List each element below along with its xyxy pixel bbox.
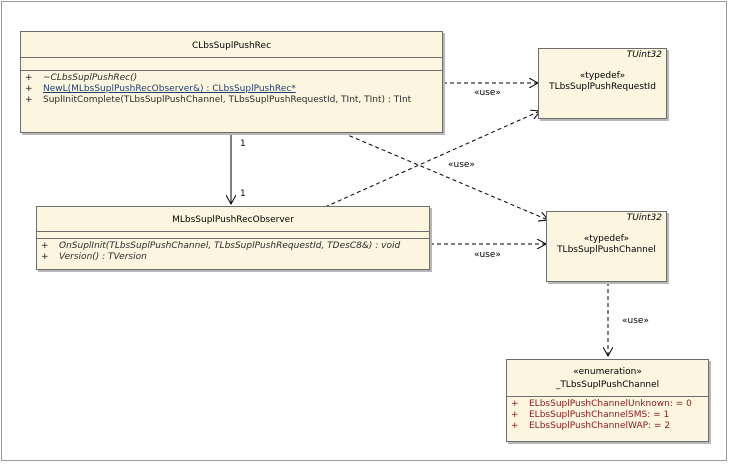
visibility-marker: + bbox=[25, 73, 33, 83]
literal-text: ELbsSuplPushChannelWAP: = 2 bbox=[529, 421, 671, 431]
literal-wap[interactable]: + ELbsSuplPushChannelWAP: = 2 bbox=[511, 421, 704, 432]
operation-supl-init-complete[interactable]: + SuplInitComplete(TLbsSuplPushChannel, T… bbox=[25, 95, 438, 106]
use-label-observer-requestid: «use» bbox=[448, 160, 475, 170]
multiplicity-target: 1 bbox=[240, 189, 246, 199]
visibility-marker: + bbox=[511, 421, 519, 431]
literal-sms[interactable]: + ELbsSuplPushChannelSMS: = 1 bbox=[511, 410, 704, 421]
operation-text: Version() : TVersion bbox=[59, 252, 147, 262]
use-label-observer-channel: «use» bbox=[474, 250, 501, 260]
typedef-channel[interactable]: TUint32 «typedef» TLbsSuplPushChannel bbox=[546, 211, 667, 282]
typedef-request-id[interactable]: TUint32 «typedef» TLbsSuplPushRequestId bbox=[538, 48, 667, 119]
operation-text: OnSuplInit(TLbsSuplPushChannel, TLbsSupl… bbox=[59, 241, 401, 251]
use-label-channel-enum: «use» bbox=[622, 316, 649, 326]
visibility-marker: + bbox=[41, 252, 49, 262]
operation-text: SuplInitComplete(TLbsSuplPushChannel, TL… bbox=[43, 95, 412, 105]
enum-channel[interactable]: «enumeration» _TLbsSuplPushChannel + ELbs… bbox=[506, 359, 709, 442]
class-push-rec[interactable]: CLbsSuplPushRec + ~CLbsSuplPushRec() + New… bbox=[20, 31, 443, 133]
literal-unknown[interactable]: + ELbsSuplPushChannelUnknown: = 0 bbox=[511, 399, 704, 410]
operation-text: ~CLbsSuplPushRec() bbox=[43, 73, 138, 83]
class-name: TLbsSuplPushChannel bbox=[557, 245, 656, 255]
stereotype-label: «typedef» bbox=[583, 234, 630, 244]
stereotype-label: «enumeration» bbox=[573, 367, 642, 377]
class-name: MLbsSuplPushRecObserver bbox=[172, 215, 294, 225]
operation-on-supl-init[interactable]: + OnSuplInit(TLbsSuplPushChannel, TLbsSup… bbox=[41, 241, 425, 252]
class-observer[interactable]: MLbsSuplPushRecObserver + OnSuplInit(TLbs… bbox=[36, 206, 430, 270]
dependency-observer-requestid bbox=[324, 111, 540, 208]
operation-version[interactable]: + Version() : TVersion bbox=[41, 252, 425, 263]
typedef-base-type: TUint32 bbox=[626, 213, 662, 223]
use-label-pushrec-requestid: «use» bbox=[474, 88, 501, 98]
operation-text: NewL(MLbsSuplPushRecObserver&) : CLbsSup… bbox=[43, 84, 296, 94]
attributes-compartment bbox=[21, 57, 442, 70]
visibility-marker: + bbox=[511, 410, 519, 420]
stereotype-label: «typedef» bbox=[579, 71, 626, 81]
operations-compartment: + ~CLbsSuplPushRec() + NewL(MLbsSuplPushRe… bbox=[21, 70, 442, 108]
multiplicity-source: 1 bbox=[240, 139, 246, 149]
visibility-marker: + bbox=[25, 84, 33, 94]
class-name: _TLbsSuplPushChannel bbox=[555, 380, 660, 390]
class-name: TLbsSuplPushRequestId bbox=[549, 82, 656, 92]
visibility-marker: + bbox=[511, 399, 519, 409]
operations-compartment: + OnSuplInit(TLbsSuplPushChannel, TLbsSup… bbox=[37, 238, 429, 265]
literal-text: ELbsSuplPushChannelSMS: = 1 bbox=[529, 410, 670, 420]
class-name: CLbsSuplPushRec bbox=[191, 41, 272, 51]
typedef-base-type: TUint32 bbox=[626, 50, 662, 60]
operation-newl[interactable]: + NewL(MLbsSuplPushRecObserver&) : CLbsSu… bbox=[25, 84, 438, 95]
dependency-pushrec-channel bbox=[342, 132, 548, 220]
literal-text: ELbsSuplPushChannelUnknown: = 0 bbox=[529, 399, 692, 409]
visibility-marker: + bbox=[25, 95, 33, 105]
literals-compartment: + ELbsSuplPushChannelUnknown: = 0 + ELbsSu… bbox=[507, 396, 708, 434]
attributes-compartment bbox=[37, 231, 429, 238]
visibility-marker: + bbox=[41, 241, 49, 251]
operation-destructor[interactable]: + ~CLbsSuplPushRec() bbox=[25, 73, 438, 84]
